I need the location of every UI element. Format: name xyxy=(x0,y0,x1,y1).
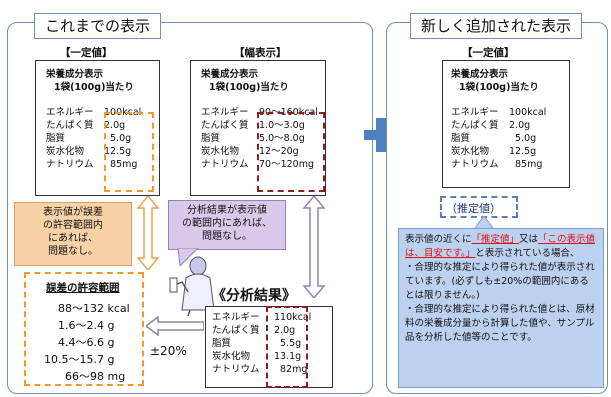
row-name-fat: 脂質 xyxy=(46,133,66,144)
range-value: 70～120mg xyxy=(259,159,315,170)
label-serving: 1袋(100g)当たり xyxy=(209,82,289,93)
analysis-value: 5.5g xyxy=(280,338,302,349)
tolerance-unit: mg xyxy=(107,370,126,383)
fixed-heading-right: 【一定値】 xyxy=(462,47,515,59)
callout-line: 分析結果が表示値 xyxy=(187,205,267,216)
row-name-protein: たんぱく質 xyxy=(212,325,260,336)
note-bullet-1: ・合理的な推定により得られた値が表示されています。(必ずしも±20%の範囲内にあ… xyxy=(405,262,595,301)
fixed-value: 12.5g xyxy=(509,146,537,157)
fixed-value: 2.0g xyxy=(509,120,531,131)
callout-left-text: 表示値が誤差 の許容範囲内 にあれば、 問題なし。 xyxy=(14,206,132,258)
fixed-value: 5.0g xyxy=(110,133,132,144)
scientist-icon xyxy=(169,256,215,316)
range-values-highlight xyxy=(257,112,325,192)
range-value: 12～20g xyxy=(259,146,299,157)
plus-icon xyxy=(364,118,398,152)
row-name-energy: エネルギー xyxy=(46,107,94,118)
nutrition-label-estimated: 栄養成分表示 1袋(100g)当たり エネルギー 100kcal たんぱく質 2.0… xyxy=(442,60,570,188)
right-panel-title: 新しく追加された表示 xyxy=(410,13,583,39)
estimated-tag-box xyxy=(440,196,518,218)
tolerance-unit: g xyxy=(107,319,115,332)
tolerance-unit: kcal xyxy=(107,302,130,315)
callout-mid-pointer xyxy=(177,248,199,266)
row-name-carbs: 炭水化物 xyxy=(451,146,490,157)
tolerance-rows: 88～132 kcal 1.6～2.4 g 4.4～6.6 g 10.5～15.… xyxy=(32,300,140,385)
analysis-value: 110kcal xyxy=(274,312,312,323)
double-arrow-vertical-left xyxy=(136,196,160,270)
analysis-value: 2.0g xyxy=(274,325,296,336)
fixed-value: 85mg xyxy=(515,159,543,170)
fixed-value: 100kcal xyxy=(509,107,547,118)
tolerance-pct: ±20% xyxy=(150,344,187,358)
tolerance-range: 10.5～15.7 xyxy=(44,353,104,366)
tolerance-unit: g xyxy=(107,353,115,366)
label-serving: 1袋(100g)当たり xyxy=(54,82,134,93)
tolerance-range: 88～132 xyxy=(58,302,104,315)
row-name-protein: たんぱく質 xyxy=(46,120,94,131)
row-name-energy: エネルギー xyxy=(212,312,260,323)
fixed-value: 5.0g xyxy=(515,133,537,144)
note-bullet-2: ・合理的な推定により得られた値とは、原材料の栄養成分量から計算した値や、サンプル… xyxy=(405,304,595,343)
row-name-carbs: 炭水化物 xyxy=(212,351,251,362)
note-suffix: と表示されている場合、 xyxy=(475,248,580,259)
tolerance-box xyxy=(24,272,144,386)
row-name-sodium: ナトリウム xyxy=(46,159,94,170)
note-q1: 「推定値」 xyxy=(471,234,520,245)
row-name-energy: エネルギー xyxy=(451,107,499,118)
range-value: 1.0～3.0g xyxy=(259,120,305,131)
analysis-value: 13.1g xyxy=(274,351,302,362)
note-prefix: 表示値の近くに xyxy=(405,234,472,245)
row-name-sodium: ナトリウム xyxy=(201,159,249,170)
tolerance-range: 4.4～6.6 xyxy=(58,336,104,349)
fixed-values-highlight xyxy=(104,112,154,192)
label-title: 栄養成分表示 xyxy=(46,69,104,80)
callout-left xyxy=(14,202,132,266)
tolerance-title: 誤差の許容範囲 xyxy=(46,282,120,294)
estimated-tag: （推定値） xyxy=(446,202,501,215)
tolerance-unit: g xyxy=(107,336,115,349)
callout-line: の許容範囲内 xyxy=(43,220,103,231)
row-name-protein: たんぱく質 xyxy=(451,120,499,131)
callout-mid-text: 分析結果が表示値 の範囲内にあれば、 問題なし。 xyxy=(168,204,286,243)
tolerance-range: 66～98 xyxy=(65,370,104,383)
tolerance-range: 1.6～2.4 xyxy=(58,319,104,332)
row-name-energy: エネルギー xyxy=(201,107,249,118)
row-name-carbs: 炭水化物 xyxy=(46,146,85,157)
row-name-fat: 脂質 xyxy=(212,338,232,349)
range-value: 5.0～8.0g xyxy=(259,133,305,144)
label-serving: 1袋(100g)当たり xyxy=(459,82,539,93)
analysis-value: 82mg xyxy=(280,364,308,375)
row-name-carbs: 炭水化物 xyxy=(201,146,240,157)
analysis-title: 《分析結果》 xyxy=(212,288,296,304)
callout-line: 表示値が誤差 xyxy=(43,207,103,218)
label-title: 栄養成分表示 xyxy=(451,69,509,80)
fixed-value: 85mg xyxy=(110,159,138,170)
label-title: 栄養成分表示 xyxy=(201,69,259,80)
callout-mid xyxy=(168,200,286,250)
arrow-left-icon xyxy=(146,316,204,336)
callout-line: にあれば、 xyxy=(48,233,98,244)
callout-line: 問題なし。 xyxy=(202,231,252,242)
fixed-value: 2.0g xyxy=(104,120,126,131)
row-name-fat: 脂質 xyxy=(451,133,471,144)
note-box: 表示値の近くに「推定値」又は「この表示値は、目安です。」と表示されている場合、 … xyxy=(398,228,604,388)
note-q2: 「この表示値は、目安です。」 xyxy=(405,234,596,259)
row-name-sodium: ナトリウム xyxy=(451,159,499,170)
callout-line: の範囲内にあれば、 xyxy=(182,218,272,229)
row-name-fat: 脂質 xyxy=(201,133,221,144)
row-name-sodium: ナトリウム xyxy=(212,364,260,375)
row-name-protein: たんぱく質 xyxy=(201,120,249,131)
analysis-values-highlight xyxy=(266,306,308,388)
fixed-value: 12.5g xyxy=(104,146,132,157)
double-arrow-vertical-right xyxy=(302,196,326,298)
range-heading: 【幅表示】 xyxy=(234,47,287,59)
note-mid: 又は xyxy=(519,234,539,245)
fixed-heading-left: 【一定値】 xyxy=(60,47,113,59)
left-panel-title: これまでの表示 xyxy=(34,13,162,39)
callout-line: 問題なし。 xyxy=(48,246,98,257)
